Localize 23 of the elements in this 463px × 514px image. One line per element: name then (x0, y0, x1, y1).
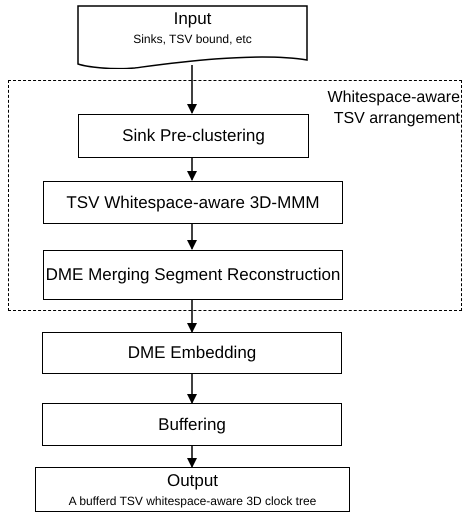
box-title: Input (174, 9, 212, 29)
process-box (78, 114, 309, 158)
box-title: DME Embedding (128, 343, 256, 363)
box-title: TSV Whitespace-aware 3D-MMM (66, 192, 320, 212)
arrow (187, 157, 197, 181)
process-box (43, 250, 343, 300)
arrow (187, 374, 197, 404)
arrow (187, 299, 197, 333)
box-subtitle: Sinks, TSV bound, etc (133, 32, 252, 47)
arrow (187, 65, 197, 114)
output-box (35, 467, 350, 512)
box-title: Buffering (158, 414, 226, 434)
process-box (42, 403, 342, 446)
box-subtitle: A bufferd TSV whitespace-aware 3D clock tree (68, 494, 316, 508)
box-title: Sink Pre-clustering (122, 126, 265, 146)
arrow (187, 223, 197, 250)
dashed-group (8, 80, 462, 311)
arrow (187, 446, 197, 468)
input-document (77, 5, 308, 69)
box-title: Output (166, 470, 218, 490)
process-box (43, 181, 343, 224)
box-title: DME Merging Segment Reconstruction (46, 265, 340, 285)
process-box (42, 332, 342, 374)
